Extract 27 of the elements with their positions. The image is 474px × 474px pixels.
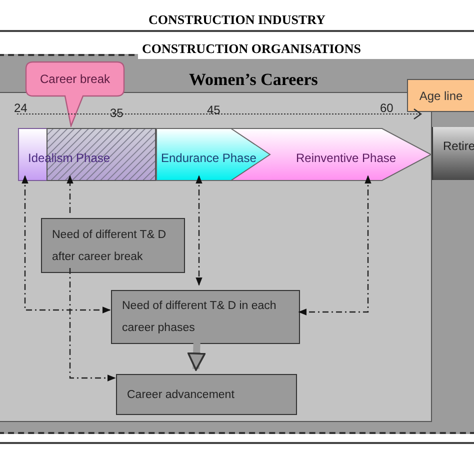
age-line-label-box <box>407 79 474 112</box>
heading: CONSTRUCTION INDUSTRY <box>148 11 326 29</box>
process-box <box>41 218 185 273</box>
box-text: Need of different T& D after career break <box>51 228 168 264</box>
age-tick-label: 60 <box>380 100 394 117</box>
callout-bubble <box>25 61 125 127</box>
age-tick-label: 24 <box>14 100 28 117</box>
age-tick-label: 45 <box>207 102 220 119</box>
phase-block <box>18 128 156 181</box>
retirement-block <box>432 127 474 180</box>
age-tick-label: 35 <box>110 105 124 122</box>
callout-text: Career break <box>38 71 112 88</box>
dash-dot-arrow <box>298 175 372 316</box>
dash-dot-arrow <box>66 175 74 213</box>
box-text: Need of different T& D in each career phases <box>121 299 278 336</box>
dash-dot-arrow <box>69 268 116 382</box>
phase-band <box>156 128 271 181</box>
label-text: Age line <box>419 88 463 104</box>
phase-band <box>271 128 432 181</box>
dash-dot-arrow <box>22 175 111 314</box>
dash-dot-arrow <box>196 175 202 286</box>
phase-label: Endurance Phase <box>161 150 258 167</box>
heading: Women’s Careers <box>189 69 319 91</box>
process-box <box>111 290 300 344</box>
phase-label: Reinventive Phase <box>296 150 398 167</box>
process-box <box>116 374 297 415</box>
box-text: Career advancement <box>126 388 236 402</box>
